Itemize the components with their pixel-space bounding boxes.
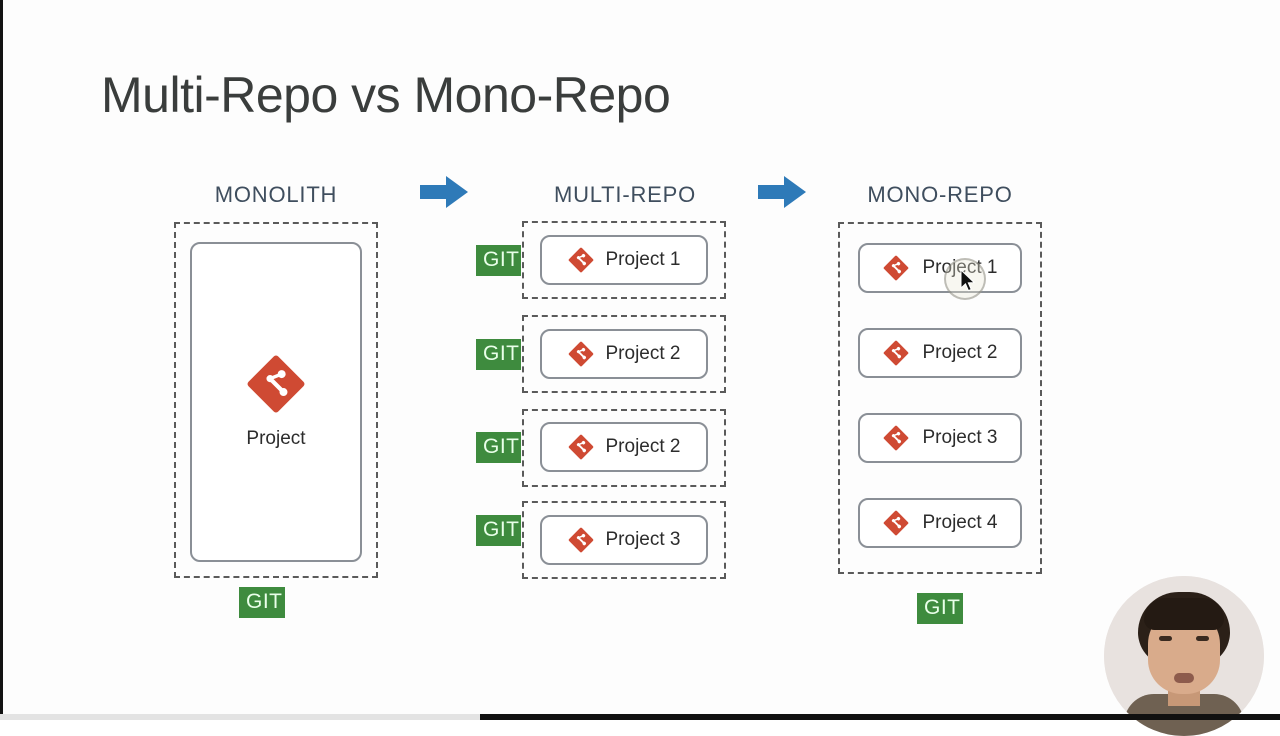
git-badge-multirepo: GIT	[476, 339, 521, 370]
monorepo-project-box[interactable]: Project 4	[858, 498, 1022, 548]
monorepo-project-box[interactable]: Project 3	[858, 413, 1022, 463]
column-header-multirepo: MULTI-REPO	[553, 182, 697, 207]
video-progress-played	[0, 714, 480, 720]
monolith-project-box[interactable]: Project	[190, 242, 362, 562]
monorepo-project-box[interactable]: Project 1	[858, 243, 1022, 293]
monorepo-project-label: Project 2	[922, 342, 998, 363]
mouse-cursor-icon	[960, 268, 977, 294]
column-header-monorepo: MONO-REPO	[867, 182, 1013, 207]
git-logo-icon	[883, 340, 909, 366]
monolith-project-label: Project	[246, 428, 306, 449]
multirepo-project-box[interactable]: Project 2	[540, 329, 708, 379]
webcam-presenter-mouth	[1174, 673, 1194, 683]
arrow-right-icon	[758, 174, 806, 210]
webcam-presenter-eye-left	[1159, 636, 1172, 641]
git-badge-monorepo: GIT	[917, 593, 963, 624]
column-header-monolith: MONOLITH	[214, 182, 338, 207]
multirepo-project-label: Project 2	[605, 436, 681, 457]
multirepo-repo-boundary	[522, 501, 726, 579]
git-logo-icon	[568, 434, 594, 460]
video-frame-left-edge	[0, 0, 3, 720]
multirepo-project-label: Project 2	[605, 343, 681, 364]
git-logo-icon	[568, 247, 594, 273]
git-logo-icon	[883, 510, 909, 536]
git-logo-icon	[883, 425, 909, 451]
click-highlight-ripple	[944, 258, 986, 300]
multirepo-repo-boundary	[522, 221, 726, 299]
multirepo-project-box[interactable]: Project 1	[540, 235, 708, 285]
git-logo-icon	[568, 527, 594, 553]
monorepo-project-box[interactable]: Project 2	[858, 328, 1022, 378]
git-badge-multirepo: GIT	[476, 245, 521, 276]
monorepo-repo-boundary	[838, 222, 1042, 574]
multirepo-project-label: Project 3	[605, 529, 681, 550]
presenter-webcam-overlay	[1104, 576, 1264, 736]
multirepo-project-box[interactable]: Project 3	[540, 515, 708, 565]
git-logo-icon	[246, 354, 306, 414]
multirepo-project-box[interactable]: Project 2	[540, 422, 708, 472]
video-progress-bar[interactable]	[0, 714, 1280, 720]
monorepo-project-label: Project 4	[922, 512, 998, 533]
git-badge-monolith: GIT	[239, 587, 285, 618]
multirepo-repo-boundary	[522, 409, 726, 487]
git-badge-multirepo: GIT	[476, 432, 521, 463]
webcam-presenter-eye-right	[1196, 636, 1209, 641]
arrow-right-icon	[420, 174, 468, 210]
monorepo-project-label: Project 3	[922, 427, 998, 448]
page-title: Multi-Repo vs Mono-Repo	[101, 67, 671, 123]
git-logo-icon	[568, 341, 594, 367]
monolith-repo-boundary	[174, 222, 378, 578]
multirepo-repo-boundary	[522, 315, 726, 393]
git-logo-icon	[883, 255, 909, 281]
webcam-presenter-fringe	[1144, 598, 1224, 630]
git-badge-multirepo: GIT	[476, 515, 521, 546]
multirepo-project-label: Project 1	[605, 249, 681, 270]
